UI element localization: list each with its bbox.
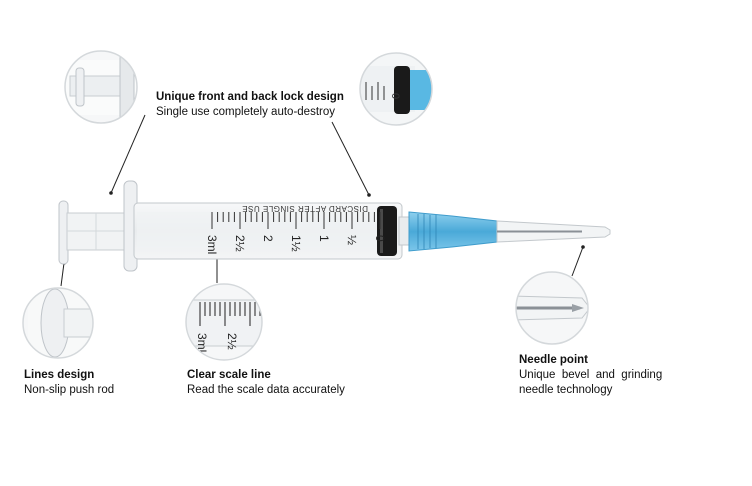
zoom-scale-number-3ml: 3ml bbox=[195, 333, 209, 352]
barrel-scale-number: 2½ bbox=[233, 235, 247, 252]
callout-needle-desc-2: needle technology bbox=[519, 384, 613, 396]
callout-scale-title: Clear scale line bbox=[187, 369, 271, 381]
zoom-back-lock bbox=[64, 50, 138, 124]
callout-scale: Clear scale line Read the scale data acc… bbox=[187, 368, 345, 398]
barrel-scale-number: 0 bbox=[373, 235, 387, 242]
svg-text:0: 0 bbox=[389, 93, 401, 99]
zoom-scale: 3ml 2½ bbox=[185, 283, 263, 361]
callout-lock-desc: Single use completely auto-destroy bbox=[156, 106, 335, 118]
callout-scale-desc: Read the scale data accurately bbox=[187, 384, 345, 396]
leader-line-lock-right bbox=[331, 121, 370, 196]
callout-lines-title: Lines design bbox=[24, 369, 95, 381]
graduation-marks bbox=[211, 212, 381, 229]
callout-needle-title: Needle point bbox=[519, 354, 589, 366]
callout-lock-title: Unique front and back lock design bbox=[156, 91, 344, 103]
zoom-needle-point bbox=[515, 271, 589, 345]
callout-needle: Needle point Unique bevel and grinding n… bbox=[519, 353, 662, 398]
leader-line-lines bbox=[60, 262, 65, 287]
leader-lines bbox=[60, 114, 584, 287]
barrel-caption: DISCARD AFTER SINGLE USE bbox=[242, 204, 368, 213]
needle-hub bbox=[408, 211, 498, 252]
zoom-scale-number-2half: 2½ bbox=[225, 333, 239, 350]
barrel-scale-number: 1 bbox=[317, 235, 331, 242]
zoom-front-lock: 0 bbox=[359, 52, 433, 126]
leader-line-lock-left bbox=[110, 114, 146, 194]
callout-lock: Unique front and back lock design Single… bbox=[156, 90, 344, 120]
barrel-scale-number: ½ bbox=[345, 235, 359, 245]
barrel-scale-number: 2 bbox=[261, 235, 275, 242]
callout-lines-desc: Non-slip push rod bbox=[24, 384, 115, 396]
barrel-scale-number: 3ml bbox=[205, 235, 219, 254]
callout-needle-desc-1: Unique bevel and grinding bbox=[519, 369, 663, 381]
zoom-plunger-lines bbox=[22, 287, 94, 359]
callout-lines: Lines design Non-slip push rod bbox=[24, 368, 114, 398]
barrel-scale-number: 1½ bbox=[289, 235, 303, 252]
leader-line-needle bbox=[571, 246, 584, 277]
